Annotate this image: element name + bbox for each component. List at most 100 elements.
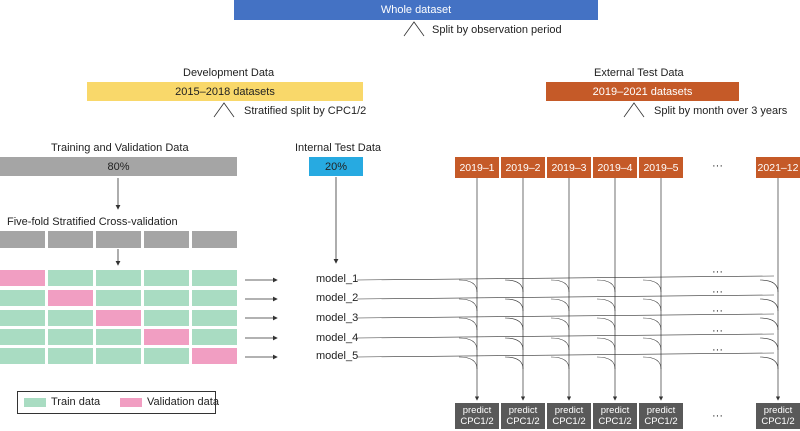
curve-drop [550,298,570,312]
split-tent-external [623,102,645,118]
row-ellipsis: ··· [712,286,723,298]
external-box: 2019–2021 datasets [546,82,739,101]
training-pct: 80% [107,160,130,173]
predict-box: predict CPC1/2 [593,403,637,429]
month-box: 2019–2 [501,157,545,178]
predict-line1: predict [508,405,538,416]
fold-block-2 [48,231,93,248]
curve-drop [642,356,662,370]
curve-drop [642,279,662,293]
month-ellipsis: ··· [712,160,723,172]
cv-cell-train [96,348,141,364]
model-label: model_3 [316,312,359,324]
training-box: 80% [0,157,237,176]
model-label: model_1 [316,273,359,285]
curve-drop [759,298,779,312]
curve-drop [642,298,662,312]
curve-drop [504,298,524,312]
cv-cell-train [96,329,141,345]
cv-cell-train [192,290,237,306]
curve-drop [596,279,616,293]
cv-cell-validation [48,290,93,306]
curve-drop [550,279,570,293]
training-title: Training and Validation Data [51,142,189,154]
legend-validation-swatch [120,398,142,407]
cv-cell-train [96,290,141,306]
cv-cell-train [0,310,45,326]
cv-cell-train [48,270,93,286]
predict-line1: predict [462,405,492,416]
month-box: 2019–3 [547,157,591,178]
split-tent-whole [403,21,425,37]
curve-drop [759,337,779,351]
curve-drop [642,317,662,331]
development-box-label: 2015–2018 datasets [175,85,275,98]
cv-cell-validation [0,270,45,286]
model-line [356,294,775,300]
curve-drop [550,317,570,331]
row-ellipsis: ··· [712,305,723,317]
cv-cell-train [0,290,45,306]
cv-cell-train [192,310,237,326]
predict-line2: CPC1/2 [460,416,494,427]
model-line [356,333,775,339]
curve-drop [759,356,779,370]
internal-title: Internal Test Data [295,142,382,154]
split-tent-development [213,102,235,118]
development-split-note: Stratified split by CPC1/2 [244,105,367,117]
cv-cell-train [48,310,93,326]
predict-box: predict CPC1/2 [756,403,800,429]
model-label: model_4 [316,332,359,344]
cv-cell-train [48,329,93,345]
curve-drop [596,356,616,370]
development-title: Development Data [183,67,275,79]
model-label: model_5 [316,350,359,362]
curve-drop [504,356,524,370]
model-line [356,352,775,358]
row-ellipsis: ··· [712,344,723,356]
curve-drop [504,337,524,351]
curve-drop [458,317,478,331]
whole-dataset-label: Whole dataset [380,4,452,16]
cv-cell-validation [192,348,237,364]
predict-box: predict CPC1/2 [501,403,545,429]
curve-drop [759,279,779,293]
month-box: 2019–4 [593,157,637,178]
legend-train-label: Train data [51,396,101,408]
predict-line1: predict [646,405,676,416]
predict-box: predict CPC1/2 [455,403,499,429]
curve-drop [504,317,524,331]
curve-drop [642,337,662,351]
curve-drop [458,356,478,370]
curve-drop [596,298,616,312]
predict-line2: CPC1/2 [506,416,540,427]
model-line [356,275,775,281]
row-ellipsis: ··· [712,266,723,278]
predict-line2: CPC1/2 [761,416,795,427]
cv-cell-train [192,329,237,345]
cv-cell-train [144,310,189,326]
external-title: External Test Data [594,67,684,79]
predict-box: predict CPC1/2 [639,403,683,429]
month-box: 2019–1 [455,157,499,178]
fold-block-4 [144,231,189,248]
cv-cell-train [144,348,189,364]
curve-drop [550,337,570,351]
predict-line1: predict [763,405,793,416]
curve-drop [504,279,524,293]
fold-block-1 [0,231,45,248]
fold-block-5 [192,231,237,248]
curve-drop [458,298,478,312]
curve-drop [458,337,478,351]
row-ellipsis: ··· [712,325,723,337]
cv-cell-train [144,290,189,306]
legend: Train data Validation data [17,391,219,414]
model-line [356,313,775,319]
development-box: 2015–2018 datasets [87,82,363,101]
predict-line1: predict [600,405,630,416]
legend-validation-label: Validation data [147,396,219,408]
external-box-label: 2019–2021 datasets [592,85,693,98]
predict-line2: CPC1/2 [644,416,678,427]
cv-title: Five-fold Stratified Cross-validation [7,216,178,228]
internal-box: 20% [309,157,363,176]
